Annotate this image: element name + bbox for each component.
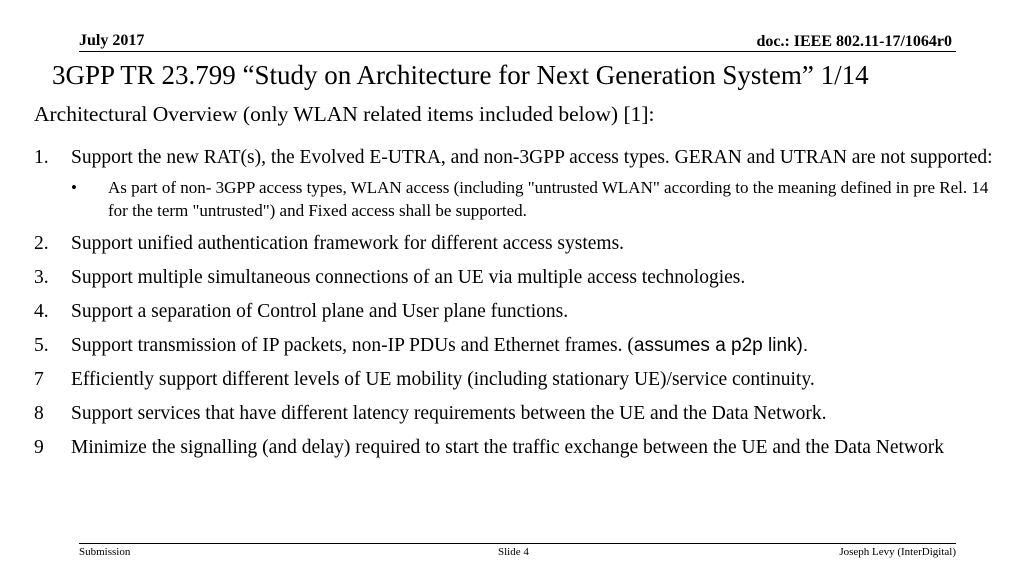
header-date: July 2017 <box>79 32 145 49</box>
item-text: Support unified authentication framework… <box>71 233 625 254</box>
item-number: 8 <box>34 403 44 424</box>
item-text: Support multiple simultaneous connection… <box>71 267 746 288</box>
list-item: 4. Support a separation of Control plane… <box>34 300 994 324</box>
requirements-list: 1. Support the new RAT(s), the Evolved E… <box>34 146 994 470</box>
item-number: 3. <box>34 267 49 288</box>
bullet-icon: • <box>71 178 77 197</box>
item-text: Support the new RAT(s), the Evolved E-UT… <box>71 147 993 168</box>
item-number: 2. <box>34 233 49 254</box>
list-item: 1. Support the new RAT(s), the Evolved E… <box>34 146 994 222</box>
footer-author: Joseph Levy (InterDigital) <box>839 546 956 558</box>
sub-bullet-text: As part of non- 3GPP access types, WLAN … <box>108 178 989 220</box>
list-item: 7 Efficiently support different levels o… <box>34 368 994 392</box>
header-doc-id: doc.: IEEE 802.11-17/1064r0 <box>756 33 952 50</box>
item-text: Efficiently support different levels of … <box>71 369 815 390</box>
item-text: Minimize the signalling (and delay) requ… <box>71 437 945 458</box>
sub-bullet-item: • As part of non- 3GPP access types, WLA… <box>71 176 994 222</box>
list-item: 3. Support multiple simultaneous connect… <box>34 266 994 290</box>
item-number: 9 <box>34 437 44 458</box>
item-text-extra: assumes a p2p link). <box>633 335 809 356</box>
item-text: Support transmission of IP packets, non-… <box>71 335 634 356</box>
item-number: 7 <box>34 369 44 390</box>
item-text: Support a separation of Control plane an… <box>71 301 569 322</box>
footer-submission: Submission <box>79 546 131 558</box>
list-item: 9 Minimize the signalling (and delay) re… <box>34 436 994 460</box>
footer-divider <box>79 543 956 544</box>
slide-title: 3GPP TR 23.799 “Study on Architecture fo… <box>52 60 869 90</box>
sub-bullet-list: • As part of non- 3GPP access types, WLA… <box>71 176 994 222</box>
item-number: 5. <box>34 335 49 356</box>
item-text: Support services that have different lat… <box>71 403 827 424</box>
item-number: 1. <box>34 147 49 168</box>
list-item: 2. Support unified authentication framew… <box>34 232 994 256</box>
header-divider <box>79 51 956 52</box>
list-item: 8 Support services that have different l… <box>34 402 994 426</box>
slide-subtitle: Architectural Overview (only WLAN relate… <box>34 102 655 126</box>
item-number: 4. <box>34 301 49 322</box>
list-item: 5. Support transmission of IP packets, n… <box>34 334 994 358</box>
footer-slide-number: Slide 4 <box>498 546 529 558</box>
